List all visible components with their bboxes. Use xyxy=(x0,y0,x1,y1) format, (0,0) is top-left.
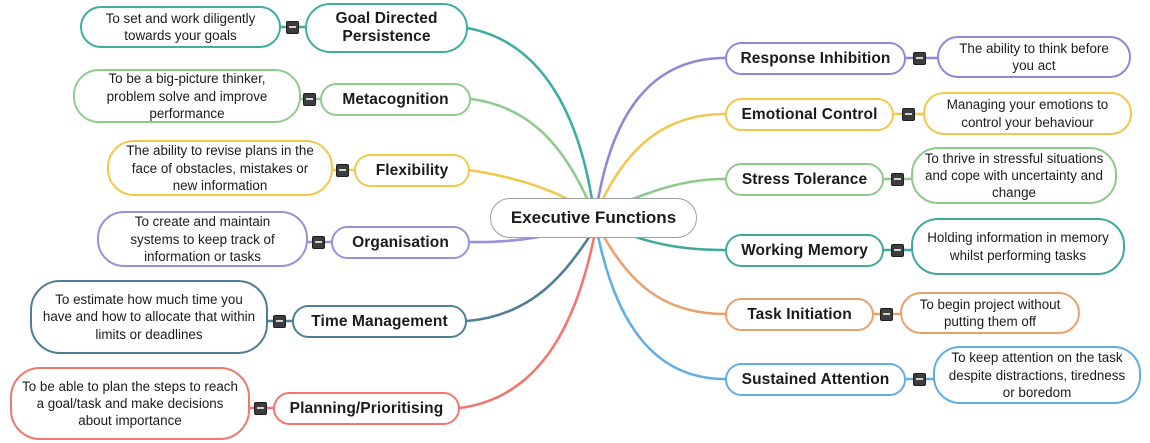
collapse-minus-icon[interactable] xyxy=(312,235,325,249)
description-text: The ability to revise plans in the face … xyxy=(126,143,314,193)
topic-label: Metacognition xyxy=(342,90,449,108)
central-topic-label: Executive Functions xyxy=(510,208,677,227)
description-node[interactable]: To set and work diligently towards your … xyxy=(80,6,281,48)
description-node[interactable]: To be able to plan the steps to reach a … xyxy=(10,367,250,440)
topic-label: Flexibility xyxy=(375,161,449,179)
collapse-minus-icon[interactable] xyxy=(891,172,904,186)
description-text: Holding information in memory whilst per… xyxy=(927,230,1109,263)
topic-label: Working Memory xyxy=(741,241,868,259)
collapse-minus-icon[interactable] xyxy=(303,92,316,106)
topic-label: Stress Tolerance xyxy=(741,170,868,188)
description-node[interactable]: To keep attention on the task despite di… xyxy=(933,346,1141,404)
description-node[interactable]: Managing your emotions to control your b… xyxy=(923,92,1132,135)
topic-node[interactable]: Sustained Attention xyxy=(725,363,906,396)
topic-node[interactable]: Stress Tolerance xyxy=(725,163,884,196)
collapse-minus-icon[interactable] xyxy=(336,163,349,177)
branch-curve xyxy=(595,229,727,381)
topic-node[interactable]: Time Management xyxy=(292,305,467,338)
topic-node[interactable]: Response Inhibition xyxy=(725,42,906,75)
description-text: To create and maintain systems to keep t… xyxy=(130,214,275,264)
collapse-minus-icon[interactable] xyxy=(891,243,904,257)
description-text: To estimate how much time you have and h… xyxy=(42,292,256,342)
collapse-minus-icon[interactable] xyxy=(286,20,299,34)
branch-curve xyxy=(596,112,727,211)
branch-curve xyxy=(595,56,727,208)
description-node[interactable]: The ability to revise plans in the face … xyxy=(107,140,333,196)
description-node[interactable]: To thrive in stressful situations and co… xyxy=(911,147,1117,204)
description-text: To thrive in stressful situations and co… xyxy=(924,150,1104,201)
description-text: To keep attention on the task despite di… xyxy=(948,350,1126,400)
branch-curve xyxy=(465,26,595,208)
branch-curve xyxy=(458,231,597,410)
topic-label: Task Initiation xyxy=(747,305,852,323)
description-text: To be able to plan the steps to reach a … xyxy=(22,378,238,428)
topic-node[interactable]: Organisation xyxy=(331,226,470,259)
description-node[interactable]: The ability to think before you act xyxy=(937,36,1131,78)
topic-label: Response Inhibition xyxy=(740,49,891,67)
description-text: To be a big-picture thinker, problem sol… xyxy=(106,71,268,121)
description-node[interactable]: To estimate how much time you have and h… xyxy=(30,280,268,354)
description-text: The ability to think before you act xyxy=(959,40,1109,73)
topic-label: Planning/Prioritising xyxy=(289,399,444,417)
branch-curve xyxy=(465,228,596,323)
branch-curve xyxy=(597,226,727,316)
topic-node[interactable]: Goal Directed Persistence xyxy=(305,3,468,53)
description-node[interactable]: Holding information in memory whilst per… xyxy=(911,218,1125,275)
collapse-minus-icon[interactable] xyxy=(913,372,926,386)
description-text: Managing your emotions to control your b… xyxy=(946,97,1109,130)
description-text: To begin project without putting them of… xyxy=(919,296,1061,329)
topic-label: Goal Directed Persistence xyxy=(335,10,438,45)
description-node[interactable]: To begin project without putting them of… xyxy=(900,292,1080,334)
description-node[interactable]: To be a big-picture thinker, problem sol… xyxy=(73,69,301,123)
collapse-minus-icon[interactable] xyxy=(913,51,926,65)
topic-node[interactable]: Planning/Prioritising xyxy=(273,392,460,425)
collapse-minus-icon[interactable] xyxy=(902,107,915,121)
topic-label: Emotional Control xyxy=(741,105,878,123)
collapse-minus-icon[interactable] xyxy=(273,314,286,328)
description-text: To set and work diligently towards your … xyxy=(105,10,256,43)
topic-node[interactable]: Working Memory xyxy=(725,234,884,267)
topic-node[interactable]: Flexibility xyxy=(354,154,470,187)
branch-curve xyxy=(469,97,594,211)
central-topic[interactable]: Executive Functions xyxy=(490,198,697,238)
collapse-minus-icon[interactable] xyxy=(880,307,893,321)
topic-node[interactable]: Emotional Control xyxy=(725,98,894,131)
topic-label: Organisation xyxy=(352,233,449,251)
topic-node[interactable]: Task Initiation xyxy=(725,298,874,331)
collapse-minus-icon[interactable] xyxy=(254,401,267,415)
topic-label: Time Management xyxy=(311,312,448,330)
description-node[interactable]: To create and maintain systems to keep t… xyxy=(97,211,308,267)
topic-node[interactable]: Metacognition xyxy=(320,83,471,116)
topic-label: Sustained Attention xyxy=(741,370,890,388)
